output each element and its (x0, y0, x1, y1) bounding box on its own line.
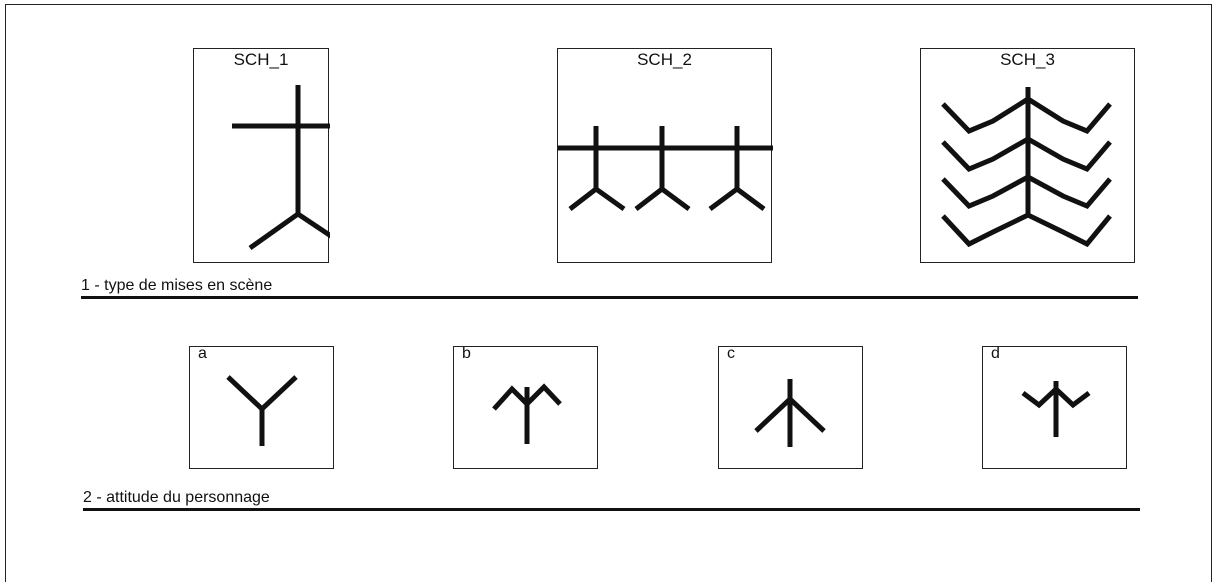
scheme-box-sch1: SCH_1 (193, 48, 330, 263)
section-1-divider (81, 296, 1138, 299)
chevron-row-1 (941, 96, 1112, 135)
scheme-title: SCH_2 (637, 50, 692, 69)
stick-figure-cross-icon (232, 85, 330, 251)
attitude-letter: b (462, 345, 471, 362)
arms-lowered-figure-icon (754, 379, 826, 447)
scheme-title: SCH_1 (233, 50, 289, 69)
arms-raised-figure-icon (226, 375, 298, 446)
attitude-letter: a (198, 345, 207, 362)
figure-arms (492, 383, 562, 411)
scheme-title: SCH_3 (1000, 50, 1055, 69)
attitude-box-b: b (453, 345, 598, 469)
figure-legs (248, 210, 330, 251)
chevron-row-2 (941, 136, 1112, 173)
figure-legs (708, 185, 766, 212)
arms-bent-figure-icon (492, 383, 562, 444)
attitude-letter: c (727, 345, 735, 362)
stick-figures-row-icon (558, 126, 773, 212)
figure-frame (5, 4, 1212, 582)
figure-arms (754, 395, 826, 433)
section-1-label: 1 - type de mises en scène (81, 277, 273, 294)
figure-arms (1021, 385, 1091, 409)
section-2-divider (83, 508, 1140, 511)
figure-legs (568, 185, 626, 212)
attitude-box-c: c (718, 345, 863, 469)
figure-arms (226, 375, 298, 413)
attitude-box-d: d (982, 345, 1127, 469)
figure-legs (634, 185, 691, 212)
arms-dropped-figure-icon (1021, 381, 1091, 437)
chevron-stack-icon (941, 87, 1112, 248)
chevron-row-3 (941, 174, 1112, 210)
attitude-letter: d (991, 345, 1000, 362)
chevron-row-4 (941, 212, 1112, 248)
scheme-box-sch2: SCH_2 (557, 48, 773, 263)
scheme-box-sch3: SCH_3 (920, 48, 1135, 263)
section-2-label: 2 - attitude du personnage (83, 489, 270, 506)
attitude-box-a: a (189, 345, 334, 469)
